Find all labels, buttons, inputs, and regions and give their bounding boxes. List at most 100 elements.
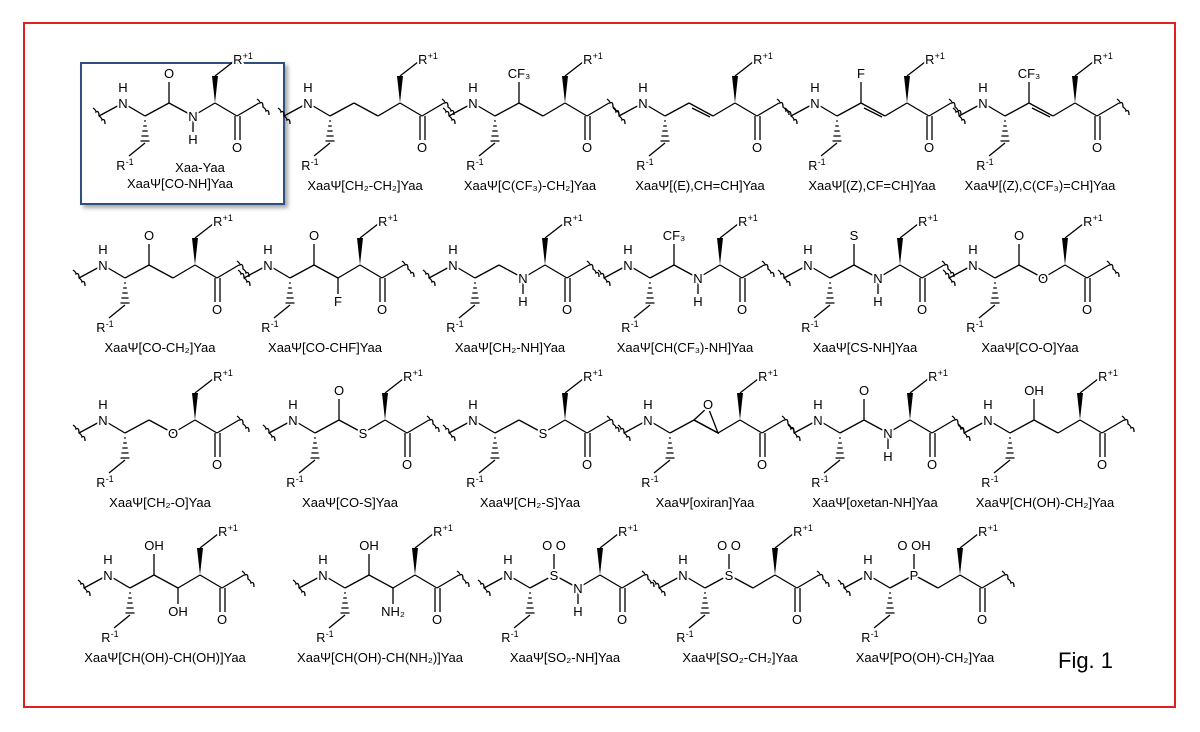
bond: [633, 304, 651, 319]
bond: [884, 102, 908, 117]
bond: [994, 264, 1020, 279]
carbonyl-oxygen: O: [232, 140, 242, 155]
bond: [148, 419, 174, 434]
r-prev-label: R-1: [466, 474, 483, 490]
wavy-bond-end: [236, 260, 250, 278]
bond: [216, 264, 240, 279]
r-next-label: R+1: [925, 51, 945, 67]
wavy-bond-end: [586, 260, 600, 278]
amine-hydrogen: H: [468, 80, 477, 95]
hashed-wedge: [325, 120, 335, 142]
bond: [564, 102, 588, 117]
bond: [761, 419, 785, 434]
wavy-bond-end: [236, 415, 250, 433]
amine-hydrogen: H: [968, 242, 977, 257]
amine-hydrogen: H: [263, 242, 272, 257]
bond: [820, 142, 838, 157]
structure-label: XaaΨ[PO(OH)-CH₂]Yaa: [855, 650, 995, 665]
bold-wedge: [397, 76, 403, 103]
bond: [307, 102, 331, 117]
bond: [483, 574, 509, 589]
bold-wedge: [597, 548, 603, 575]
carbonyl-oxygen: O: [402, 457, 412, 472]
bond: [860, 102, 886, 117]
bond: [1018, 264, 1044, 279]
amine-hydrogen: H: [678, 552, 687, 567]
amine-hydrogen: H: [303, 80, 312, 95]
hashed-wedge: [470, 282, 480, 304]
double-bond: [863, 107, 883, 118]
structure-label: XaaΨ[CH₂-S]Yaa: [479, 495, 581, 510]
linker-atom-2: N: [518, 271, 527, 286]
bond: [273, 304, 291, 319]
bond: [113, 614, 131, 629]
bond: [688, 102, 714, 117]
linker-atom-2: O: [168, 426, 178, 441]
linker-atom-1: S: [550, 568, 559, 583]
amine-hydrogen: H: [810, 80, 819, 95]
bond: [298, 574, 324, 589]
linker-atom-2: S: [359, 426, 368, 441]
amine-nitrogen: N: [810, 96, 819, 111]
carbonyl-oxygen: O: [212, 302, 222, 317]
bond: [1028, 102, 1054, 117]
bond: [337, 264, 361, 279]
bond: [853, 264, 879, 279]
bold-wedge: [904, 76, 910, 103]
bond: [144, 102, 170, 117]
bold-wedge: [1072, 76, 1078, 103]
bond: [823, 459, 841, 474]
amine-nitrogen: N: [503, 568, 512, 583]
bond: [618, 102, 644, 117]
bond: [774, 574, 798, 589]
substituent-2: H: [693, 294, 702, 309]
bond: [959, 574, 983, 589]
structure-label: XaaΨ[SO₂-CH₂]Yaa: [682, 650, 798, 665]
bond: [78, 419, 104, 434]
bond: [599, 533, 619, 549]
substituent-1: CF₃: [508, 66, 531, 81]
bond: [353, 102, 379, 117]
bond: [98, 102, 124, 117]
carbonyl-oxygen: O: [217, 612, 227, 627]
bond: [1074, 61, 1094, 77]
bond: [741, 264, 765, 279]
bold-wedge: [192, 393, 198, 420]
bond: [298, 459, 316, 474]
hashed-wedge: [832, 120, 842, 142]
r-prev-label: R-1: [261, 319, 278, 335]
r-prev-label: R-1: [446, 319, 463, 335]
structure-label: XaaΨ[CH(OH)-CH(OH)]Yaa: [84, 650, 246, 665]
amine-hydrogen: H: [503, 552, 512, 567]
amine-hydrogen: H: [468, 397, 477, 412]
amine-nitrogen: N: [118, 96, 127, 111]
structure-label: XaaΨ[C(CF₃)-CH₂]Yaa: [463, 178, 597, 193]
bond: [906, 61, 926, 77]
bond: [623, 419, 649, 434]
bond: [214, 61, 234, 77]
bold-wedge: [897, 238, 903, 265]
amine-nitrogen: N: [98, 258, 107, 273]
bond: [199, 574, 223, 589]
bond: [268, 419, 294, 434]
structure-label: XaaΨ[oxetan-NH]Yaa: [812, 495, 938, 510]
carbonyl-oxygen: O: [582, 140, 592, 155]
amine-nitrogen: N: [968, 258, 977, 273]
hashed-wedge: [125, 592, 135, 614]
bold-wedge: [1077, 393, 1083, 420]
figure-label: Fig. 1: [1058, 648, 1114, 673]
substituent-1: CF₃: [663, 228, 686, 243]
bond: [153, 574, 179, 589]
bond: [564, 419, 588, 434]
bond: [1052, 102, 1076, 117]
amine-hydrogen: H: [863, 552, 872, 567]
